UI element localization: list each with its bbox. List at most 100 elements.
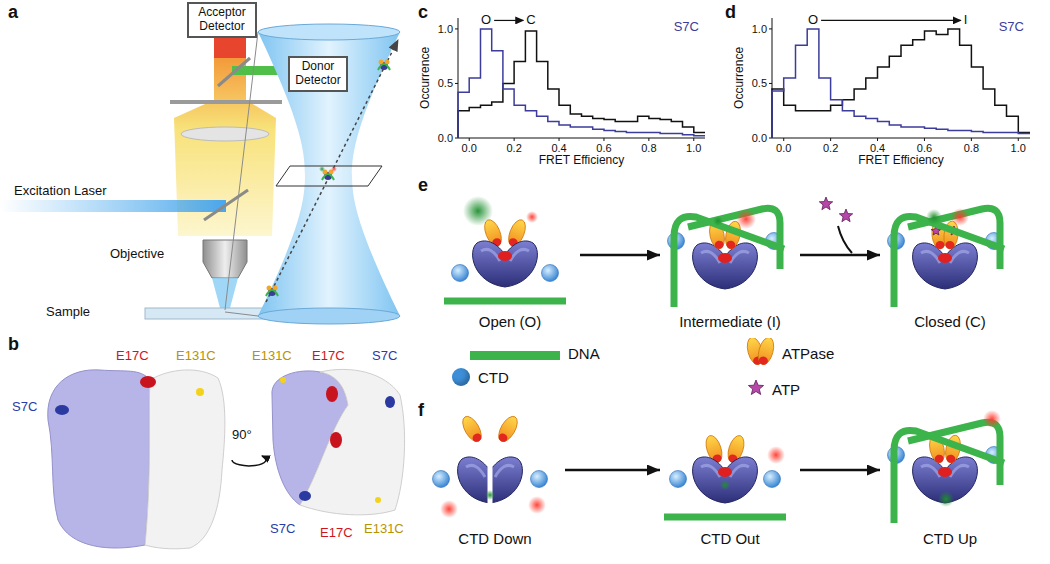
state-label: CTD Down — [425, 530, 565, 547]
microscope-illustration-part-part — [322, 174, 334, 180]
complex-illustration-part — [688, 208, 780, 269]
complex-illustration-part — [908, 208, 1000, 269]
legend-swatch — [452, 368, 470, 386]
legend-swatch-part — [748, 380, 763, 395]
microscope-illustration-part — [0, 200, 226, 212]
transition-arrow — [800, 469, 880, 472]
panel-letter: a — [8, 2, 18, 23]
site-label: E131C — [176, 349, 216, 364]
axis-tick: 0.8 — [964, 142, 979, 155]
microscope-illustration-part — [225, 312, 258, 316]
complex-illustration-part — [951, 208, 969, 226]
microscope-illustration-part — [258, 32, 400, 316]
complex-illustration-part-part — [946, 454, 956, 464]
site-label: E131C — [364, 522, 404, 537]
tick-mark — [469, 138, 470, 141]
state-label: Intermediate (I) — [660, 313, 800, 330]
legend-label: ATP — [772, 381, 800, 398]
microscope-illustration — [0, 24, 400, 324]
microscope-illustration-part-part — [378, 64, 390, 70]
panel-letter: c — [418, 2, 428, 23]
complex-illustration-part — [466, 465, 485, 477]
histogram-trace — [458, 31, 705, 138]
axis-tick: 0.6 — [596, 142, 611, 155]
shift-arrow — [494, 20, 523, 21]
axis-tick: 0.0 — [752, 132, 767, 145]
tick-mark — [769, 28, 772, 29]
tick-mark — [693, 138, 694, 141]
axis-tick: 0.0 — [462, 142, 477, 155]
axis-tick: 0.5 — [752, 77, 767, 90]
complex-illustration-part — [498, 251, 512, 261]
axis-tick: 0.8 — [641, 142, 656, 155]
tick-mark — [455, 83, 458, 84]
x-axis — [458, 138, 705, 139]
state-diagram: Closed (C) — [880, 195, 1020, 330]
complex-illustration-part — [485, 490, 495, 500]
complex-illustration-part — [495, 465, 514, 477]
microscope-illustration-part — [181, 127, 269, 141]
peak-label: O — [808, 13, 818, 28]
complex-illustration-part — [718, 467, 732, 477]
complex-illustration-part — [921, 465, 940, 477]
panel-letter: e — [418, 175, 428, 196]
complex-illustration-part — [440, 500, 458, 518]
peak-label: O — [481, 13, 491, 28]
complex-illustration-part — [938, 491, 954, 507]
fret-histograms — [455, 18, 1030, 141]
protein-structure-part — [140, 376, 156, 388]
complex-illustration-part — [950, 251, 969, 263]
legend-swatch — [470, 351, 560, 360]
microscope-illustration-part — [319, 166, 337, 180]
legend-swatch-part-part — [756, 338, 775, 366]
microscope-illustration-part — [203, 240, 247, 278]
complex-illustration-part-part — [945, 240, 955, 249]
transition-arrow — [800, 254, 880, 257]
complex-illustration — [880, 405, 1010, 530]
complex-illustration-part-part — [471, 432, 483, 443]
annotation: Excitation Laser — [14, 184, 107, 199]
peak-label: I — [964, 13, 968, 28]
legend-swatch — [745, 338, 775, 368]
legend-swatch — [746, 378, 766, 398]
axis-tick: 1.0 — [752, 23, 767, 36]
state-label: Open (O) — [440, 313, 580, 330]
microscope-illustration-part — [258, 24, 400, 40]
microscope-illustration-part — [276, 166, 382, 186]
protein-structure-part — [385, 396, 395, 408]
complex-illustration-part — [433, 471, 450, 488]
atp-binding-part — [839, 209, 852, 222]
legend-label: DNA — [568, 345, 600, 362]
axis-tick: 0.2 — [823, 142, 838, 155]
complex-illustration-part — [894, 430, 1004, 523]
complex-illustration-part-part — [935, 240, 945, 249]
tick-mark — [455, 138, 458, 139]
complex-illustration-part — [764, 471, 781, 488]
complex-illustration-part — [701, 251, 720, 263]
y-axis — [458, 18, 459, 138]
tick-mark — [603, 138, 604, 141]
protein-structure-part — [300, 369, 405, 514]
complex-illustration-part — [473, 241, 538, 287]
protein-structure-part — [375, 497, 381, 503]
state-diagram: Open (O) — [440, 195, 580, 330]
state-diagram: CTD Down — [425, 405, 565, 547]
complex-illustration-part — [983, 410, 1001, 428]
annotation: Sample — [46, 305, 90, 320]
axis-tick: 0.5 — [438, 77, 453, 90]
state-label: CTD Out — [660, 530, 800, 547]
panel-letter: b — [8, 334, 19, 355]
site-label: E17C — [320, 526, 353, 541]
microscope-illustration-part — [204, 190, 248, 220]
protein-structure-part — [48, 370, 150, 548]
complex-illustration-part — [926, 209, 942, 225]
tick-mark — [514, 138, 515, 141]
axis-title: Occurrence — [419, 47, 433, 109]
construct-label: S7C — [999, 20, 1024, 35]
axis-title: FRET Efficiency — [858, 154, 944, 168]
atp-binding-part — [838, 226, 852, 253]
panel-letter: d — [725, 2, 736, 23]
site-label: S7C — [12, 400, 37, 415]
protein-structure — [48, 369, 405, 548]
